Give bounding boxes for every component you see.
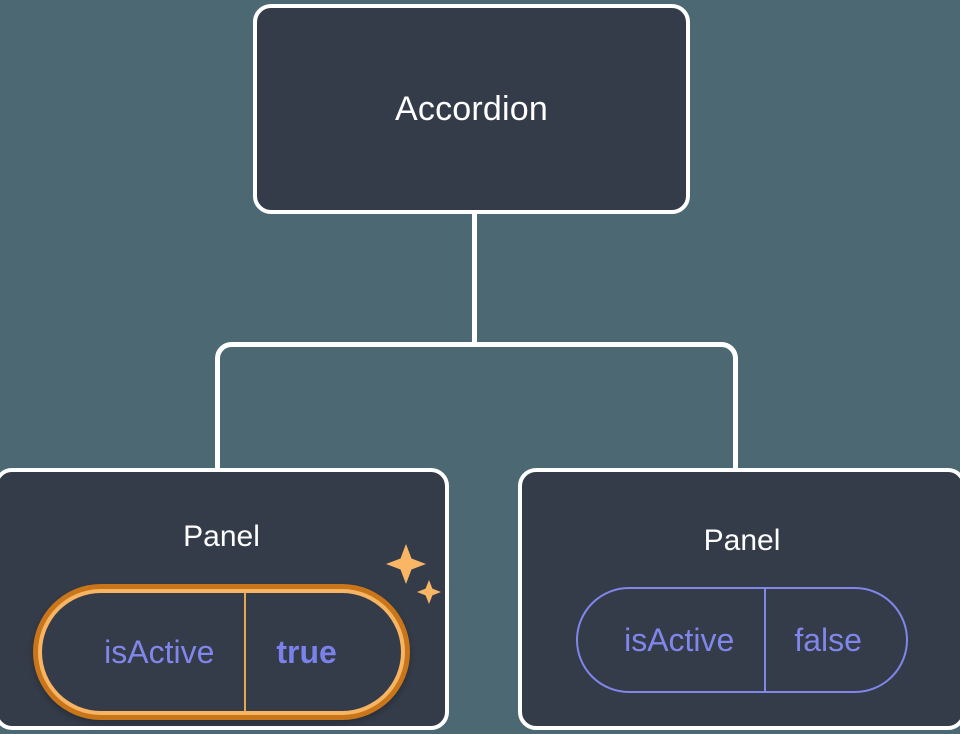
sparkle-small-icon xyxy=(416,580,441,604)
node-accordion[interactable]: Accordion xyxy=(253,4,690,214)
prop-pill-wrapper: isActive false xyxy=(576,587,908,693)
prop-key: isActive xyxy=(104,634,215,670)
prop-value: false xyxy=(764,589,906,691)
node-title: Panel xyxy=(183,520,260,553)
prop-pill-core: isActive true xyxy=(42,593,401,711)
sparkles-icon xyxy=(385,544,441,604)
node-title: Accordion xyxy=(395,90,548,128)
node-title: Panel xyxy=(703,524,781,557)
prop-pill-wrapper: isActive true xyxy=(33,544,441,720)
prop-pill-highlighted[interactable]: isActive true xyxy=(33,584,410,720)
node-panel-inactive[interactable]: Panel isActive false xyxy=(518,468,960,730)
sparkle-large-icon xyxy=(385,544,426,584)
prop-value: true xyxy=(244,593,400,711)
prop-pill-ring: isActive true xyxy=(38,589,405,715)
prop-pill[interactable]: isActive false xyxy=(576,587,908,693)
prop-key: isActive xyxy=(624,622,735,658)
node-panel-active[interactable]: Panel isActive true xyxy=(0,468,449,730)
connector-bus xyxy=(215,342,738,470)
